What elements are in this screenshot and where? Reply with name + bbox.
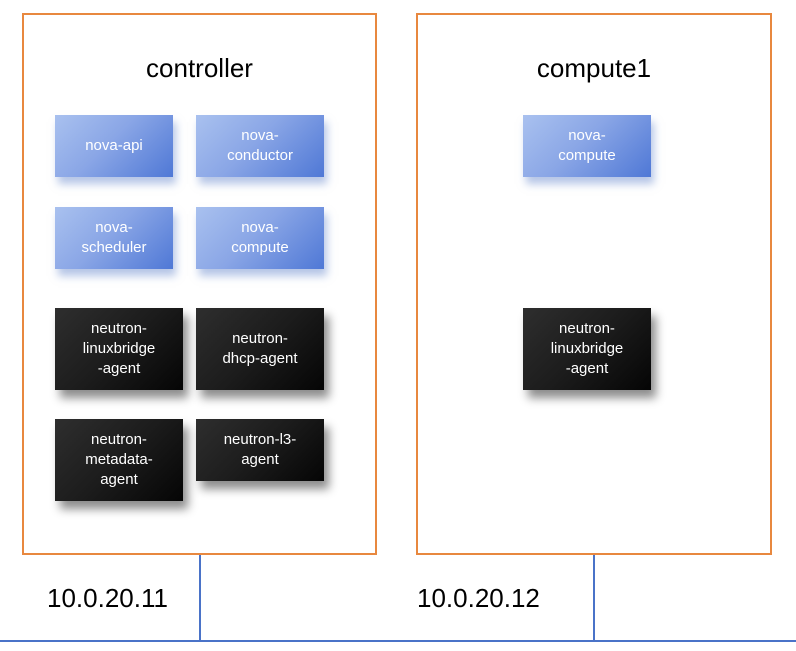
service-label: nova- (568, 127, 606, 144)
nova-compute-service: nova-compute (196, 207, 324, 269)
service-label: nova- (241, 127, 279, 144)
neutron-dhcp-agent-service: neutron-dhcp-agent (196, 308, 324, 390)
service-label: neutron- (232, 330, 288, 347)
service-label: conductor (227, 147, 293, 164)
nova-conductor-service: nova-conductor (196, 115, 324, 177)
compute1-title: compute1 (536, 53, 652, 83)
nova-api-service: nova-api (55, 115, 173, 177)
service-label: -agent (565, 360, 609, 377)
service-label: agent (241, 451, 279, 468)
controller-ip-label: 10.0.20.11 (47, 583, 168, 613)
service-label: linuxbridge (82, 340, 156, 357)
neutron-linuxbridge-agent-service: neutron-linuxbridge -agent (523, 308, 651, 390)
nova-scheduler-service: nova-scheduler (55, 207, 173, 269)
service-label: scheduler (81, 239, 147, 256)
service-label: nova- (95, 219, 133, 236)
controller-title: controller (146, 53, 253, 83)
neutron-l3-agent-service: neutron-l3- agent (196, 419, 324, 481)
service-label: neutron- (559, 320, 615, 337)
service-label: metadata- (85, 451, 153, 468)
nova-compute-service: nova-compute (523, 115, 651, 177)
service-label: agent (100, 471, 138, 488)
service-label: neutron-l3- (223, 431, 297, 448)
service-label: nova-api (85, 137, 143, 154)
service-label: compute (558, 147, 616, 164)
service-label: neutron- (91, 431, 147, 448)
neutron-metadata-agent-service: neutron-metadata-agent (55, 419, 183, 501)
compute1-node: compute1 (416, 13, 772, 555)
service-label: compute (231, 239, 289, 256)
service-label: dhcp-agent (222, 350, 298, 367)
service-label: linuxbridge (550, 340, 624, 357)
service-label: -agent (97, 360, 141, 377)
service-label: nova- (241, 219, 279, 236)
compute1-ip-label: 10.0.20.12 (417, 583, 540, 613)
neutron-linuxbridge-agent-service: neutron-linuxbridge -agent (55, 308, 183, 390)
service-label: neutron- (91, 320, 147, 337)
